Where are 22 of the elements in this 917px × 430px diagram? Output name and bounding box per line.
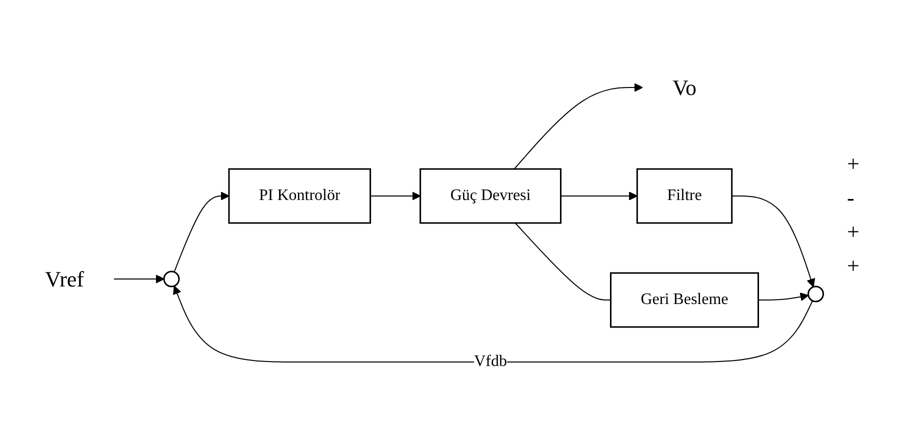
arrow (560, 192, 638, 200)
connector (515, 222, 612, 300)
arrow (732, 196, 816, 288)
arrow (758, 292, 810, 302)
arrow (114, 274, 165, 284)
sign-label: + (847, 151, 860, 177)
arrow (173, 286, 814, 362)
arrow (174, 192, 230, 273)
edge-label: Vfdb (474, 353, 508, 370)
arrow (514, 83, 644, 170)
node-circle (808, 286, 824, 302)
sign-label: - (847, 185, 856, 211)
sign-label: + (847, 253, 860, 279)
node-box: Güç Devresi (420, 168, 562, 224)
arrow (370, 192, 422, 200)
node-text: Vref (45, 266, 84, 292)
node-text: Vo (672, 75, 697, 100)
node-box: Filtre (636, 168, 733, 224)
node-box: Geri Besleme (610, 272, 760, 328)
node-circle (164, 270, 180, 288)
sign-label: + (847, 219, 860, 245)
node-box: PI Kontrolör (228, 168, 372, 224)
